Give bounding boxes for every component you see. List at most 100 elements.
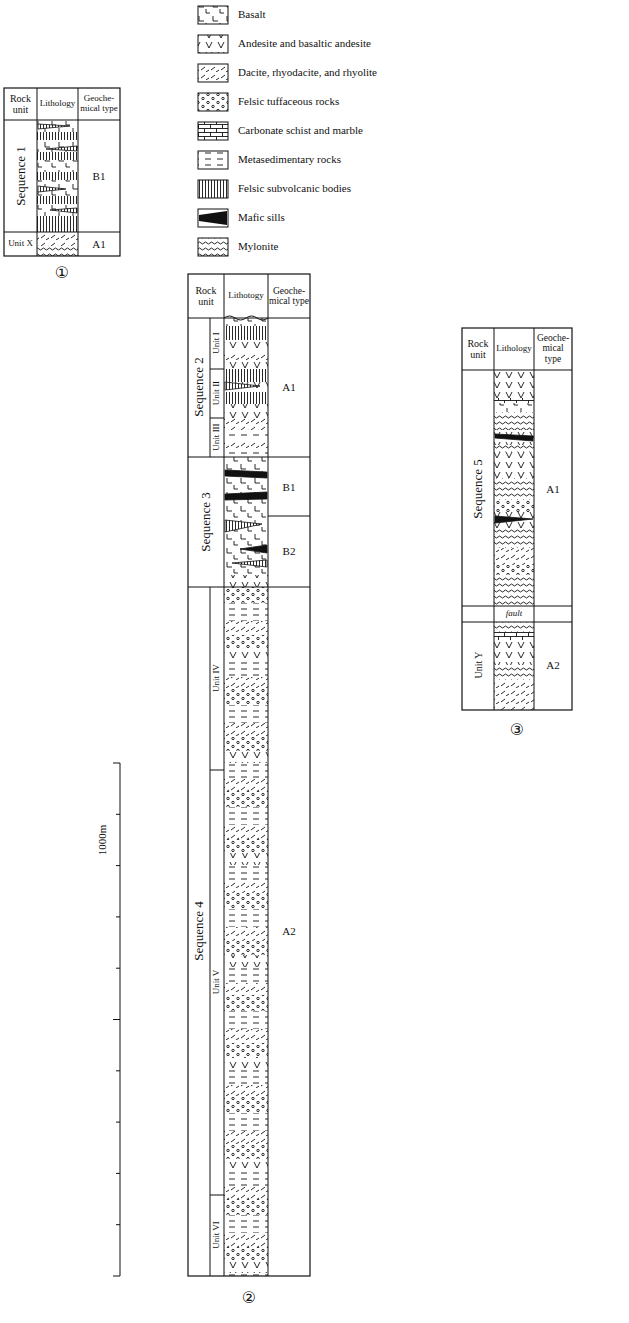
column-line bbox=[462, 606, 572, 607]
rock-layer bbox=[494, 430, 534, 445]
column-frame bbox=[462, 328, 572, 710]
rock-layer bbox=[37, 204, 78, 216]
rock-layer bbox=[224, 751, 268, 763]
rock-layer bbox=[494, 575, 534, 606]
rock-layer bbox=[198, 64, 228, 82]
rock-layer bbox=[224, 575, 268, 587]
rock-layer bbox=[224, 587, 268, 603]
column-line bbox=[210, 318, 211, 457]
rock-layer bbox=[224, 448, 268, 457]
rock-layer bbox=[224, 825, 268, 839]
rock-layer bbox=[224, 457, 268, 575]
rock-layer bbox=[224, 1215, 268, 1233]
rock-layer bbox=[37, 180, 78, 196]
rock-layer bbox=[224, 603, 268, 621]
rock-layer bbox=[37, 216, 78, 232]
rock-layer bbox=[224, 677, 268, 689]
column-line bbox=[37, 88, 38, 256]
column-line bbox=[210, 770, 224, 771]
rock-layer bbox=[224, 1057, 268, 1069]
rock-layer bbox=[224, 1069, 268, 1085]
rock-layer bbox=[37, 132, 78, 140]
geochem-type: B1 bbox=[283, 481, 296, 493]
rock-layer bbox=[224, 404, 268, 418]
rock-layer bbox=[224, 881, 268, 893]
rock-layer bbox=[37, 196, 78, 204]
rock-layer bbox=[224, 995, 268, 1011]
rock-layer bbox=[37, 172, 78, 180]
rock-unit: Unit X bbox=[5, 239, 37, 249]
legend-text: Mylonite bbox=[238, 240, 278, 253]
rock-layer bbox=[198, 180, 228, 198]
rock-layer bbox=[224, 369, 268, 382]
column-line bbox=[116, 968, 120, 969]
unit-label: Unit II bbox=[212, 381, 222, 405]
rock-layer bbox=[224, 1171, 268, 1187]
rock-layer bbox=[224, 1187, 268, 1199]
rock-layer bbox=[224, 661, 268, 677]
fault-label: fault bbox=[505, 609, 524, 619]
rock-layer bbox=[224, 1011, 268, 1029]
rock-layer bbox=[224, 1043, 268, 1057]
column-line bbox=[534, 328, 535, 710]
rock-layer bbox=[198, 238, 228, 256]
legend-swatch bbox=[198, 6, 228, 24]
rock-layer bbox=[37, 180, 78, 196]
rock-layer bbox=[224, 430, 268, 440]
legend-swatch bbox=[198, 209, 228, 227]
rock-layer bbox=[198, 6, 228, 24]
rock-layer bbox=[224, 1011, 268, 1029]
rock-layer bbox=[494, 370, 534, 398]
rock-layer bbox=[224, 705, 268, 723]
rock-layer bbox=[224, 392, 268, 404]
rock-layer bbox=[494, 445, 534, 452]
header: Rock unit bbox=[5, 93, 37, 115]
rock-layer bbox=[224, 705, 268, 723]
rock-layer bbox=[224, 825, 268, 839]
column-number: ② bbox=[242, 1289, 256, 1307]
lens bbox=[232, 560, 267, 567]
rock-layer bbox=[224, 779, 268, 791]
rock-layer bbox=[494, 403, 534, 412]
rock-layer bbox=[224, 941, 268, 955]
rock-layer bbox=[224, 893, 268, 909]
rock-layer bbox=[198, 35, 228, 53]
rock-layer bbox=[198, 93, 228, 111]
rock-layer bbox=[224, 763, 268, 779]
rock-unit: Unit Y bbox=[473, 651, 484, 678]
unit-label: Unit III bbox=[212, 423, 222, 450]
column-line bbox=[188, 587, 310, 588]
rock-layer bbox=[224, 1097, 268, 1113]
rock-layer bbox=[224, 382, 268, 392]
column-line bbox=[4, 120, 120, 121]
rock-layer bbox=[224, 995, 268, 1011]
rock-layer bbox=[224, 1215, 268, 1233]
unit-label: Unit V bbox=[212, 970, 222, 995]
rock-layer bbox=[224, 1199, 268, 1215]
rock-layer bbox=[224, 404, 268, 418]
rock-layer bbox=[224, 1145, 268, 1159]
rock-layer bbox=[494, 512, 534, 528]
rock-layer bbox=[224, 1261, 268, 1273]
lens bbox=[225, 520, 262, 532]
legend-text: Dacite, rhyodacite, and rhyolite bbox=[238, 66, 377, 79]
geochem-type: B2 bbox=[283, 545, 296, 557]
rock-layer bbox=[198, 151, 228, 169]
rock-layer bbox=[224, 723, 268, 737]
legend-text: Andesite and basaltic andesite bbox=[238, 37, 371, 50]
lens bbox=[50, 208, 77, 213]
rock-layer bbox=[224, 440, 268, 448]
rock-layer bbox=[494, 548, 534, 565]
rock-layer bbox=[224, 430, 268, 440]
rock-layer bbox=[37, 172, 78, 180]
rock-layer bbox=[494, 632, 534, 640]
rock-layer bbox=[494, 665, 534, 680]
lens bbox=[38, 186, 66, 192]
rock-layer bbox=[224, 418, 268, 430]
rock-layer bbox=[37, 140, 78, 152]
rock-layer bbox=[37, 204, 78, 216]
rock-layer bbox=[224, 677, 268, 689]
rock-layer bbox=[494, 680, 534, 710]
rock-layer bbox=[224, 941, 268, 955]
